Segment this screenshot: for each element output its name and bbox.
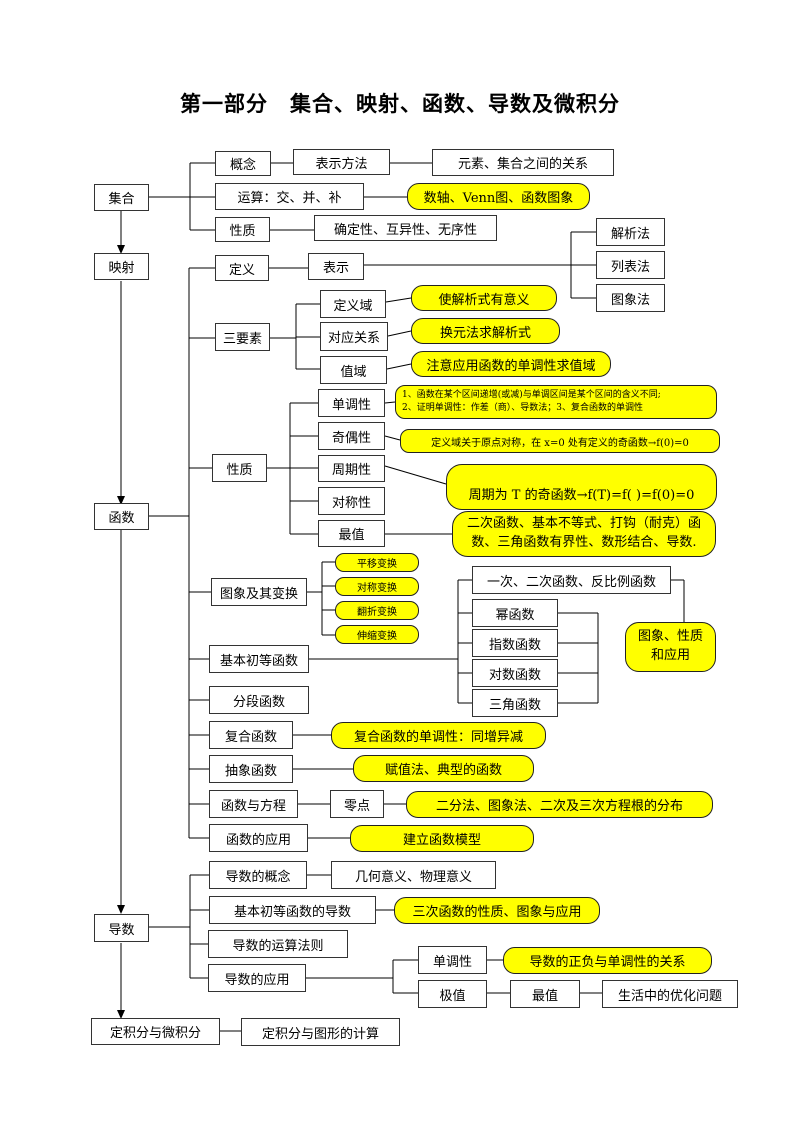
node-symmetry: 对称性 xyxy=(318,487,385,515)
node-function-properties: 性质 xyxy=(212,454,267,482)
node-representation: 表示 xyxy=(308,253,364,280)
node-correspondence: 对应关系 xyxy=(320,322,388,351)
note-graph-property-line-2: 和应用 xyxy=(650,648,690,663)
node-basic-derivatives: 基本初等函数的导数 xyxy=(209,896,376,924)
node-derivative-application: 导数的应用 xyxy=(208,964,306,992)
node-graph-method: 图象法 xyxy=(596,284,665,312)
node-trig-function: 三角函数 xyxy=(472,689,558,717)
note-graph-property-line-1: 图象、性质 xyxy=(637,629,703,645)
node-piecewise: 分段函数 xyxy=(209,686,309,714)
note-cubic-function: 三次函数的性质、图象与应用 xyxy=(394,897,600,924)
node-symmetric-transform: 对称变换 xyxy=(335,577,419,596)
note-periodicity: 周期为 T 的奇函数→f(T)=f( )=f(0)=0 xyxy=(446,464,717,510)
note-composite: 复合函数的单调性：同增异减 xyxy=(331,722,546,749)
note-zero-point: 二分法、图象法、二次及三次方程根的分布 xyxy=(406,791,713,818)
node-graph-transform: 图象及其变换 xyxy=(211,578,307,606)
node-set-operations: 运算：交、并、补 xyxy=(215,183,364,210)
node-linear-quadratic: 一次、二次函数、反比例函数 xyxy=(472,566,671,594)
node-zero-point: 零点 xyxy=(330,790,384,818)
note-monotonicity-line-1: 1、函数在某个区间递增(或减)与单调区间是某个区间的含义不同; xyxy=(402,389,661,400)
note-domain: 使解析式有意义 xyxy=(411,285,557,311)
node-power-function: 幂函数 xyxy=(472,599,558,627)
node-periodicity: 周期性 xyxy=(318,455,385,482)
node-table-method: 列表法 xyxy=(596,251,665,279)
note-abstract: 赋值法、典型的函数 xyxy=(353,755,534,782)
node-extreme-value: 最值 xyxy=(318,520,385,547)
note-monotonicity-line-2: 2、证明单调性：作差（商）、导数法；3、复合函数的单调性 xyxy=(402,403,643,413)
node-derivative-rules: 导数的运算法则 xyxy=(208,930,348,958)
note-range: 注意应用函数的单调性求值域 xyxy=(411,351,611,377)
node-concept: 概念 xyxy=(215,151,271,176)
node-monotonicity: 单调性 xyxy=(318,389,385,417)
node-function: 函数 xyxy=(94,503,149,530)
node-geometric-meaning: 几何意义、物理意义 xyxy=(331,861,496,889)
note-extreme-value-line-2: 数、三角函数有界性、数形结合、导数. xyxy=(471,535,697,550)
node-representation-method: 表示方法 xyxy=(293,149,390,175)
node-composite: 复合函数 xyxy=(209,721,293,749)
note-parity: 定义域关于原点对称，在 x=0 处有定义的奇函数→f(0)=0 xyxy=(400,429,720,453)
node-max-min: 最值 xyxy=(510,980,580,1008)
note-graph-property-application: 图象、性质 和应用 xyxy=(625,622,716,672)
note-extreme-value-line-1: 二次函数、基本不等式、打钩（耐克）函 xyxy=(466,516,701,532)
node-derivative-monotonicity: 单调性 xyxy=(418,946,487,974)
node-element-set-relation: 元素、集合之间的关系 xyxy=(432,149,614,176)
note-function-application: 建立函数模型 xyxy=(350,825,534,852)
node-log-function: 对数函数 xyxy=(472,659,558,687)
node-analytic-method: 解析法 xyxy=(596,218,665,246)
node-determinacy: 确定性、互异性、无序性 xyxy=(314,215,497,241)
node-stretch: 伸缩变换 xyxy=(335,625,419,644)
node-definition: 定义 xyxy=(215,255,269,281)
node-extremum: 极值 xyxy=(418,980,487,1008)
node-optimization: 生活中的优化问题 xyxy=(602,980,738,1008)
note-derivative-sign: 导数的正负与单调性的关系 xyxy=(503,947,712,974)
node-derivative-concept: 导数的概念 xyxy=(209,861,307,889)
node-range: 值域 xyxy=(320,356,387,384)
node-function-application: 函数的应用 xyxy=(209,824,308,852)
node-exponential-function: 指数函数 xyxy=(472,629,558,657)
note-extreme-value: 二次函数、基本不等式、打钩（耐克）函 数、三角函数有界性、数形结合、导数. xyxy=(452,511,716,557)
page-title: 第一部分 集合、映射、函数、导数及微积分 xyxy=(180,92,620,116)
node-set-properties: 性质 xyxy=(215,217,270,242)
node-mapping: 映射 xyxy=(94,253,149,280)
node-translation: 平移变换 xyxy=(335,553,419,572)
node-function-equation: 函数与方程 xyxy=(209,790,298,818)
node-abstract: 抽象函数 xyxy=(209,755,293,783)
node-domain: 定义域 xyxy=(320,290,386,318)
node-derivative: 导数 xyxy=(94,914,149,942)
note-number-line-venn: 数轴、Venn图、函数图象 xyxy=(407,183,590,210)
node-definite-integral: 定积分与微积分 xyxy=(91,1018,220,1045)
node-flip: 翻折变换 xyxy=(335,601,419,620)
note-substitution: 换元法求解析式 xyxy=(411,318,560,344)
node-set: 集合 xyxy=(94,184,149,211)
node-three-elements: 三要素 xyxy=(215,323,270,351)
node-parity: 奇偶性 xyxy=(318,422,385,450)
node-integral-area: 定积分与图形的计算 xyxy=(241,1018,400,1046)
node-basic-elementary: 基本初等函数 xyxy=(209,645,309,673)
note-monotonicity: 1、函数在某个区间递增(或减)与单调区间是某个区间的含义不同; 2、证明单调性：… xyxy=(395,385,717,419)
